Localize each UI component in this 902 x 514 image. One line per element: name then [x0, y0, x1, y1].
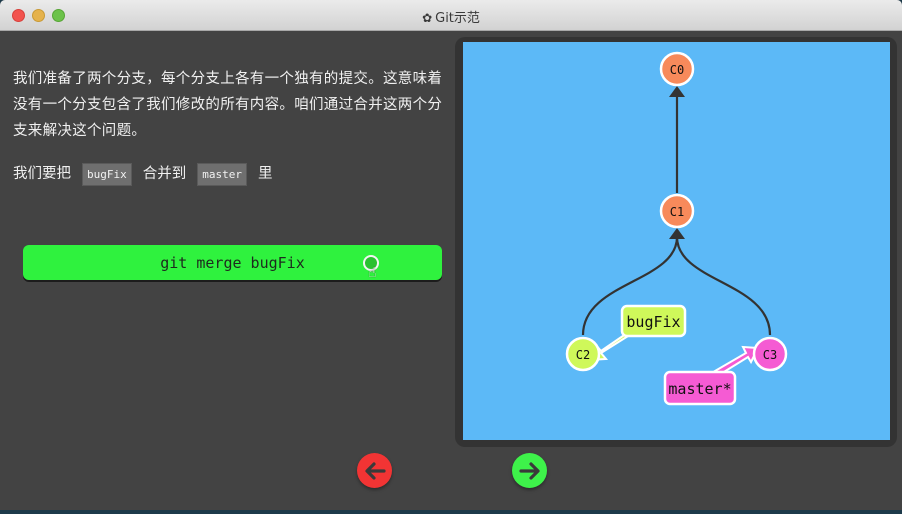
- next-step-button[interactable]: [512, 453, 547, 488]
- commit-c0-label: C0: [670, 63, 684, 77]
- commit-c1[interactable]: C1: [659, 193, 695, 229]
- edge-c2-c1: [581, 236, 679, 336]
- bugfix-label-box: [620, 304, 687, 338]
- commit-c3[interactable]: C3: [752, 336, 788, 372]
- source-branch-chip: bugFix: [82, 162, 132, 186]
- title-bar[interactable]: ✿Git示范: [0, 0, 902, 31]
- window-title-text: Git示范: [435, 11, 480, 26]
- close-window-button[interactable]: [12, 9, 25, 22]
- target-branch-chip: master: [197, 162, 247, 186]
- gear-icon: ✿: [422, 11, 433, 25]
- lesson-pane: 我们准备了两个分支，每个分支上各有一个独有的提交。这意味着没有一个分支包含了我们…: [0, 31, 455, 510]
- commit-c1-label: C1: [670, 205, 684, 219]
- click-indicator: [363, 255, 379, 271]
- arrow-right-icon: [518, 461, 540, 480]
- git-merge-command-button[interactable]: git merge bugFix: [23, 245, 442, 280]
- edge-c3-c1: [675, 236, 772, 336]
- commit-c0[interactable]: C0: [659, 51, 695, 87]
- commit-c2[interactable]: C2: [565, 336, 601, 372]
- previous-step-button[interactable]: [357, 453, 392, 488]
- lesson-description: 我们准备了两个分支，每个分支上各有一个独有的提交。这意味着没有一个分支包含了我们…: [13, 71, 443, 139]
- git-graph: bugFix master* C0 C1 C2: [565, 51, 788, 406]
- window-title: ✿Git示范: [0, 7, 902, 26]
- instruction-suffix: 里: [258, 166, 273, 182]
- commit-c2-label: C2: [576, 348, 590, 362]
- branch-bugfix[interactable]: bugFix: [586, 304, 687, 362]
- commit-edges: [581, 92, 772, 336]
- hand-cursor-icon: ☝: [368, 265, 377, 281]
- branch-master[interactable]: master*: [663, 345, 760, 406]
- commit-c3-label: C3: [763, 348, 777, 362]
- instruction-middle: 合并到: [142, 166, 187, 182]
- lesson-instruction: 我们要把 bugFix 合并到 master 里: [13, 161, 273, 187]
- bugfix-label: bugFix: [626, 313, 680, 331]
- arrowhead-c0: [669, 86, 685, 97]
- master-label: master*: [668, 380, 731, 398]
- minimize-window-button[interactable]: [32, 9, 45, 22]
- arrowhead-c1: [669, 228, 685, 239]
- git-graph-canvas: bugFix master* C0 C1 C2: [463, 42, 890, 440]
- maximize-window-button[interactable]: [52, 9, 65, 22]
- arrow-left-icon: [364, 461, 386, 480]
- instruction-prefix: 我们要把: [13, 166, 71, 182]
- master-label-box: [663, 370, 737, 406]
